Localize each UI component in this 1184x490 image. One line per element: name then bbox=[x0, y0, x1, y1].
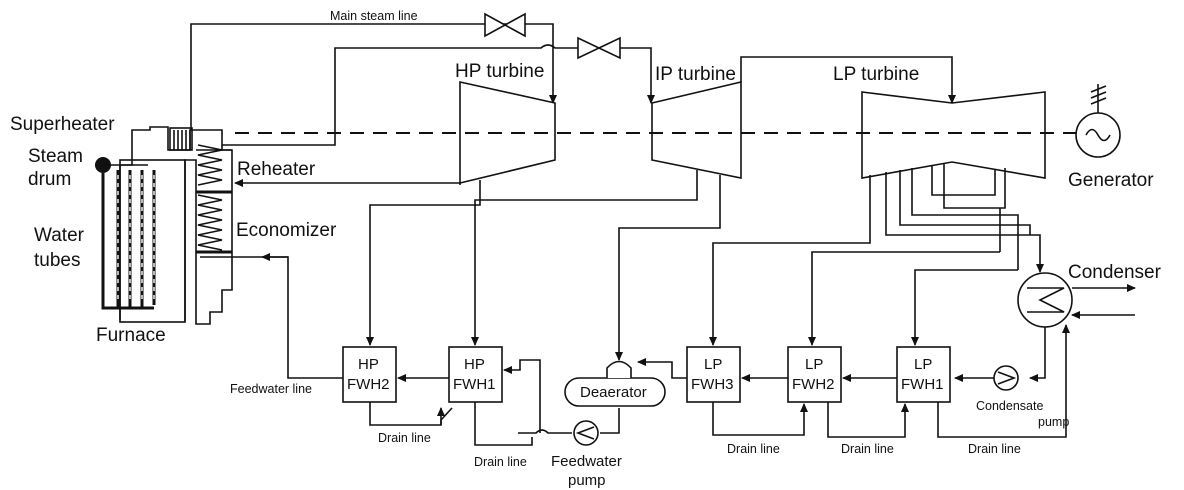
label-drain-line-5: Drain line bbox=[968, 442, 1021, 456]
label-tubes: tubes bbox=[34, 250, 80, 271]
hot-reheat-line bbox=[222, 36, 655, 146]
lp-fwh3-l2: FWH3 bbox=[691, 376, 734, 393]
superheater-coil bbox=[169, 127, 193, 151]
drain-lines bbox=[369, 324, 1070, 446]
lp-fwh1-l2: FWH1 bbox=[901, 376, 944, 393]
label-condenser: Condenser bbox=[1068, 262, 1162, 283]
label-generator: Generator bbox=[1068, 170, 1154, 191]
label-feedwater-pump-2: pump bbox=[568, 472, 606, 489]
generator bbox=[1075, 84, 1121, 158]
deaerator-dome bbox=[606, 360, 632, 378]
reheater-coil bbox=[197, 144, 223, 186]
lp-fwh3-l1: LP bbox=[704, 356, 722, 373]
ip-lp-crossover bbox=[740, 56, 956, 104]
hp-fwh1-l1: HP bbox=[464, 356, 485, 373]
ip-turbine bbox=[651, 80, 742, 179]
lp-fwh2-l2: FWH2 bbox=[792, 376, 835, 393]
label-economizer: Economizer bbox=[236, 220, 337, 241]
lp-fwh1-l1: LP bbox=[914, 356, 932, 373]
lp-fwh2-l1: LP bbox=[805, 356, 823, 373]
label-drum: drum bbox=[28, 169, 71, 190]
economizer-coil bbox=[197, 194, 223, 251]
label-main-steam-line: Main steam line bbox=[330, 9, 418, 23]
feedwater-pump bbox=[573, 420, 599, 446]
label-feedwater-line: Feedwater line bbox=[230, 382, 312, 396]
hp-fwh2-l2: FWH2 bbox=[347, 376, 390, 393]
label-drain-line-2: Drain line bbox=[474, 455, 527, 469]
label-steam: Steam bbox=[28, 146, 83, 167]
label-drain-line-1: Drain line bbox=[378, 431, 431, 445]
label-condensate-pump-2: pump bbox=[1038, 415, 1069, 429]
lp-fwh3 bbox=[686, 346, 741, 403]
hp-fwh1-l2: FWH1 bbox=[453, 376, 496, 393]
label-condensate-pump-1: Condensate bbox=[976, 399, 1043, 413]
label-feedwater-pump-1: Feedwater bbox=[551, 453, 622, 470]
hp-turbine bbox=[459, 81, 556, 185]
boiler bbox=[95, 126, 233, 325]
lp-turbine bbox=[861, 91, 1046, 179]
condensate-pump bbox=[954, 365, 1019, 391]
condenser bbox=[1017, 272, 1136, 382]
label-superheater: Superheater bbox=[10, 114, 115, 135]
label-furnace: Furnace bbox=[96, 325, 166, 346]
label-drain-line-3: Drain line bbox=[727, 442, 780, 456]
label-reheater: Reheater bbox=[237, 159, 316, 180]
label-water: Water bbox=[34, 225, 85, 246]
hp-fwh2-l1: HP bbox=[358, 356, 379, 373]
feedwater-train bbox=[397, 358, 897, 434]
lp-fwh1 bbox=[896, 346, 951, 403]
lp-fwh2 bbox=[787, 346, 842, 403]
main-steam-line bbox=[190, 12, 557, 130]
feedwater-to-boiler bbox=[200, 253, 343, 379]
extraction-lines bbox=[370, 163, 1044, 361]
label-drain-line-4: Drain line bbox=[841, 442, 894, 456]
furnace-wall-left bbox=[119, 159, 186, 323]
label-ip-turbine: IP turbine bbox=[655, 64, 736, 85]
label-hp-turbine: HP turbine bbox=[455, 61, 544, 82]
label-deaerator: Deaerator bbox=[580, 384, 647, 401]
hp-fwh1 bbox=[448, 346, 503, 403]
label-lp-turbine: LP turbine bbox=[833, 64, 919, 85]
